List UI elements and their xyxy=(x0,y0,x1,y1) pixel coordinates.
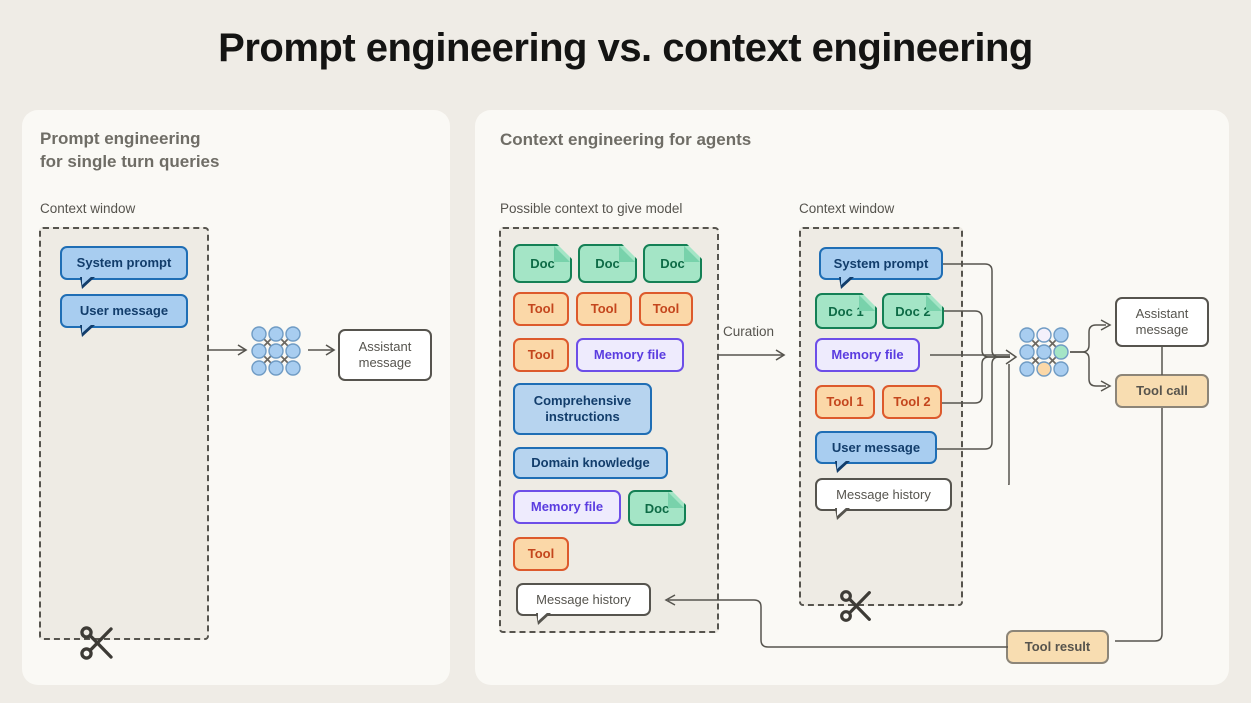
left-context-window-label: Context window xyxy=(40,201,136,216)
node-domain-knowledge[interactable]: Domain knowledge xyxy=(513,447,668,479)
neural-network-icon-right xyxy=(1018,326,1070,378)
curation-label: Curation xyxy=(723,324,775,339)
node-doc-4[interactable]: Doc xyxy=(628,490,686,526)
node-tool-result[interactable]: Tool result xyxy=(1006,630,1109,664)
node-system-prompt[interactable]: System prompt xyxy=(60,246,188,289)
right-panel-heading: Context engineering for agents xyxy=(500,130,752,149)
neural-network-icon xyxy=(250,325,302,377)
node-memory-file-1[interactable]: Memory file xyxy=(576,338,684,372)
node-tool-3[interactable]: Tool xyxy=(639,292,693,326)
node-tool-call[interactable]: Tool call xyxy=(1115,374,1209,408)
scissors-icon xyxy=(76,622,118,669)
doc-label: Doc 1 xyxy=(828,303,864,319)
node-comprehensive-instructions[interactable]: Comprehensive instructions xyxy=(513,383,652,435)
page-title: Prompt engineering vs. context engineeri… xyxy=(218,26,1033,70)
node-tool-4[interactable]: Tool xyxy=(513,338,569,372)
node-tool-2[interactable]: Tool xyxy=(576,292,632,326)
doc-label: Doc xyxy=(595,256,620,271)
node-tool-1[interactable]: Tool xyxy=(513,292,569,326)
node-memory-file-2[interactable]: Memory file xyxy=(513,490,621,524)
possible-context-label: Possible context to give model xyxy=(500,201,683,216)
node-doc-1-right[interactable]: Doc 1 xyxy=(815,293,877,329)
node-doc-1[interactable]: Doc xyxy=(513,244,572,283)
node-message-history-left[interactable]: Message history xyxy=(516,583,651,625)
node-doc-3[interactable]: Doc xyxy=(643,244,702,283)
node-user-message[interactable]: User message xyxy=(60,294,188,337)
node-tool-2-right[interactable]: Tool 2 xyxy=(882,385,942,419)
scissors-icon-right xyxy=(836,586,876,631)
left-context-window xyxy=(39,227,209,640)
doc-label: Doc xyxy=(660,256,685,271)
node-message-history-right[interactable]: Message history xyxy=(815,478,952,520)
node-doc-2[interactable]: Doc xyxy=(578,244,637,283)
left-panel-heading: Prompt engineering for single turn queri… xyxy=(40,129,220,171)
node-tool-5[interactable]: Tool xyxy=(513,537,569,571)
doc-label: Doc 2 xyxy=(895,303,931,319)
doc-label: Doc xyxy=(530,256,555,271)
node-memory-file-right[interactable]: Memory file xyxy=(815,338,920,372)
node-assistant-message[interactable]: Assistant message xyxy=(338,329,432,381)
node-tool-1-right[interactable]: Tool 1 xyxy=(815,385,875,419)
node-user-message-right[interactable]: User message xyxy=(815,431,937,473)
doc-label: Doc xyxy=(644,500,670,516)
node-assistant-message-right[interactable]: Assistant message xyxy=(1115,297,1209,347)
right-context-window-label: Context window xyxy=(799,201,895,216)
node-system-prompt-right[interactable]: System prompt xyxy=(819,247,943,289)
